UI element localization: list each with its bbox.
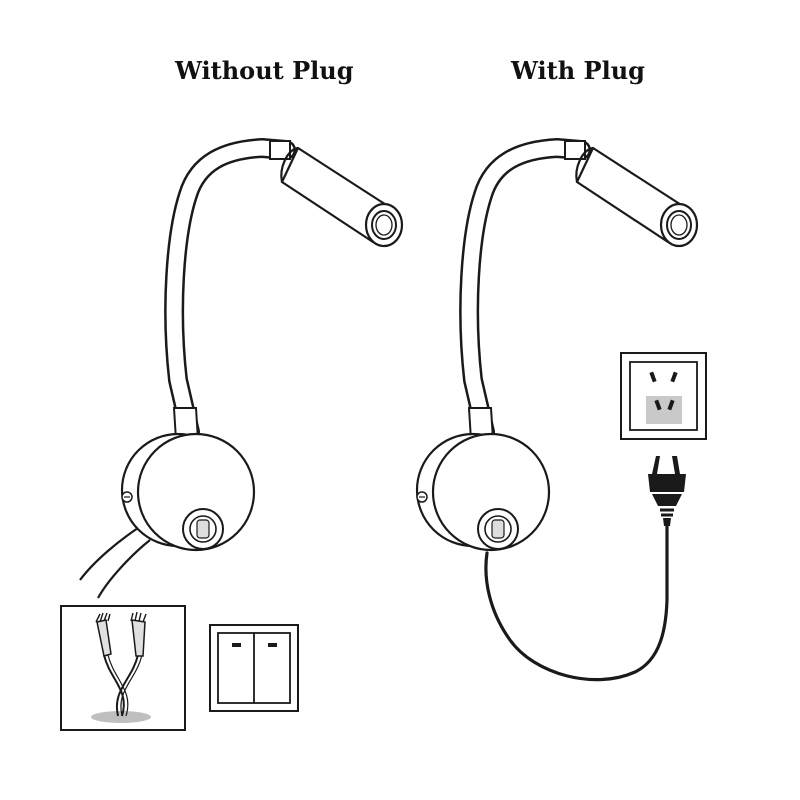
title-without-plug: Without Plug	[175, 56, 354, 85]
wall-power-socket-icon	[620, 352, 707, 440]
power-cable-icon	[484, 524, 669, 682]
left-lamp-icon	[122, 141, 402, 550]
power-plug-icon	[648, 456, 686, 526]
wire-connection-icon	[60, 605, 186, 731]
title-with-plug: With Plug	[511, 56, 645, 85]
double-wall-switch-icon	[209, 624, 299, 712]
loose-wires-icon	[79, 527, 151, 599]
